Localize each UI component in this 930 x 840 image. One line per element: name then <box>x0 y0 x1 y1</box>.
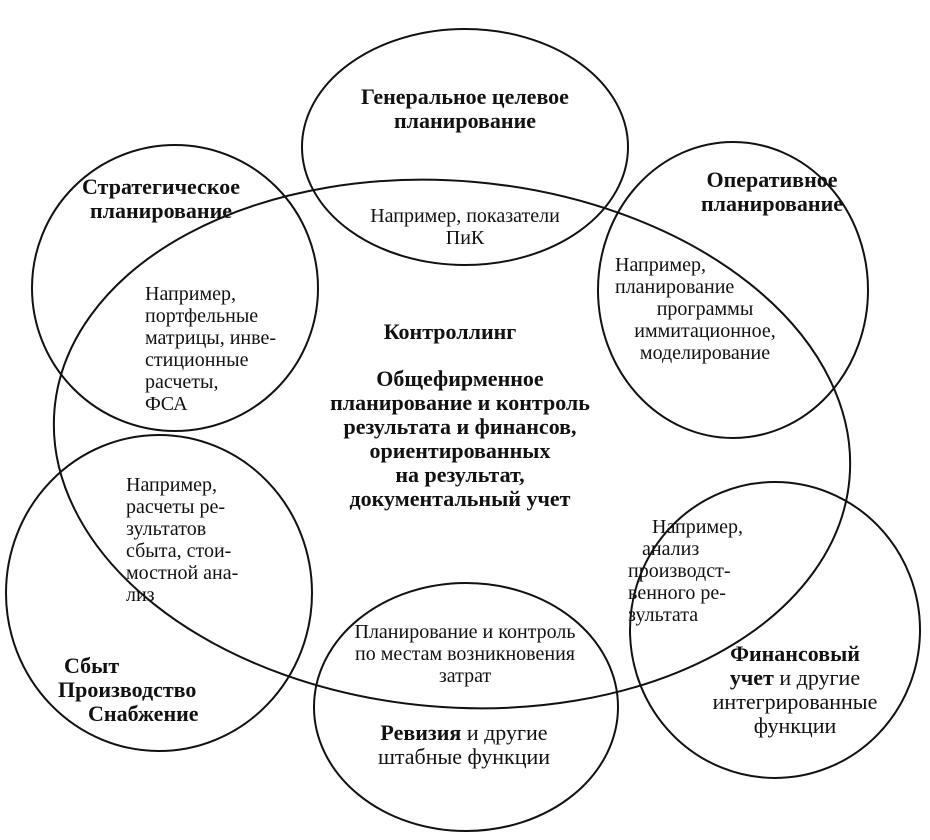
finance-title-line3: интегрированные <box>712 689 878 714</box>
general-planning-circle <box>301 28 629 266</box>
controlling-title: Контроллинг <box>383 319 517 344</box>
revision-circle <box>313 582 619 832</box>
revision-example: Планирование и контроль по местам возник… <box>354 621 576 687</box>
general-planning-title: Генеральное целевое планирование <box>361 84 569 133</box>
operative-planning-circle <box>597 141 869 439</box>
sales-production-title: Сбыт Производство Снабжение <box>58 653 199 726</box>
controlling-description: Общефирменное планирование и контроль ре… <box>330 366 590 511</box>
revision-title-line2: штабные функции <box>377 744 551 769</box>
sales-example: Например, расчеты ре- зультатов сбыта, с… <box>126 474 239 606</box>
operative-planning-example: Например, планирование программы иммитац… <box>615 254 776 364</box>
revision-title-rest: и другие <box>461 720 548 745</box>
operative-planning-title: Оперативное планирование <box>700 167 844 216</box>
sales-production-circle <box>5 434 313 752</box>
strategic-planning-title: Стратегическое планирование <box>82 174 240 223</box>
finance-title: Финансовый учет и другие интегрированные… <box>700 642 890 738</box>
central-ellipse <box>52 178 852 710</box>
revision-title: Ревизия и другие штабные функции <box>346 721 582 769</box>
strategic-planning-example: Например, портфельные матрицы, инве- сти… <box>145 283 276 415</box>
finance-title-bold2: учет <box>729 665 774 690</box>
strategic-planning-circle <box>31 144 319 432</box>
finance-title-line1: Финансовый <box>730 641 860 666</box>
finance-title-line4: функции <box>753 713 837 738</box>
revision-title-bold: Ревизия <box>380 720 462 745</box>
finance-example: Например, анализ производст- венного ре-… <box>628 516 743 626</box>
general-planning-example: Например, показатели ПиК <box>370 205 560 249</box>
finance-title-rest2: и другие <box>773 665 861 690</box>
finance-accounting-circle <box>629 481 921 779</box>
